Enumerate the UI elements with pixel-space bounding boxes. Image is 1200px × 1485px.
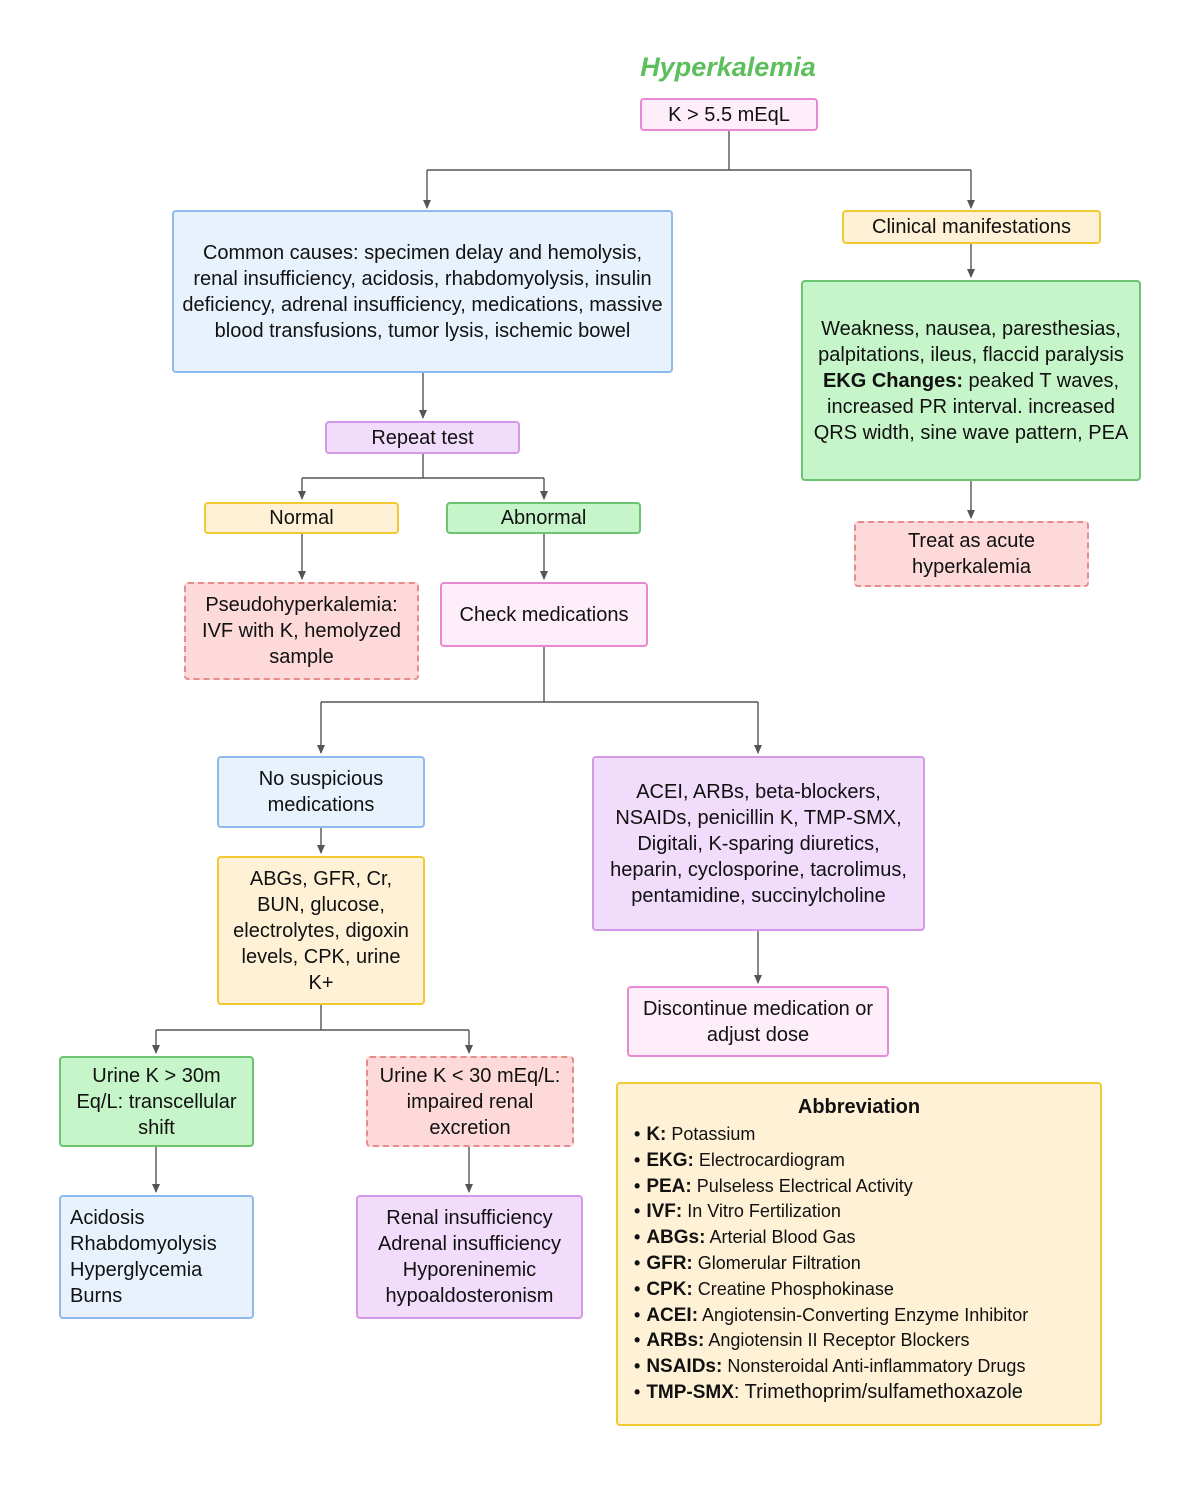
cause-item: Rhabdomyolysis: [70, 1233, 217, 1255]
node-common-causes: Common causes: specimen delay and hemoly…: [172, 210, 673, 373]
abbreviation-definition: Angiotensin II Receptor Blockers: [704, 1330, 970, 1351]
abbreviation-term: ABGs:: [646, 1227, 706, 1249]
abbreviation-definition: Electrocardiogram: [693, 1149, 845, 1170]
node-normal-text: Normal: [269, 507, 334, 529]
node-suspicious-meds: ACEI, ARBs, beta-blockers, NSAIDs, penic…: [592, 756, 925, 931]
connector-check-split: [321, 647, 758, 703]
abbreviation-item: •EKG: Electrocardiogram: [634, 1149, 845, 1171]
node-urine-k-low: Urine K < 30 mEq/L: impaired renal excre…: [366, 1056, 574, 1147]
abbreviation-definition: Creatine Phosphokinase: [692, 1278, 894, 1299]
node-treat-text: Treat as acute hyperkalemia: [907, 530, 1036, 578]
abbreviation-definition: In Vitro Fertilization: [682, 1201, 841, 1222]
node-clinical-text: Clinical manifestations: [872, 216, 1071, 238]
node-renal-causes-list: Renal insufficiency Adrenal insufficienc…: [378, 1205, 561, 1309]
node-urine-high-text: Urine K > 30m Eq/L: transcellular shift: [76, 1064, 237, 1139]
node-root-k-level: K > 5.5 mEqL: [640, 98, 818, 131]
node-repeat-test: Repeat test: [325, 421, 520, 454]
node-urine-k-high: Urine K > 30m Eq/L: transcellular shift: [59, 1056, 254, 1147]
abbreviation-term: ARBs:: [646, 1330, 705, 1352]
abbreviation-term: IVF:: [646, 1201, 683, 1223]
abbreviation-item: •TMP-SMX: Trimethoprim/sulfamethoxazole: [634, 1380, 1023, 1403]
node-common-causes-text: Common causes: specimen delay and hemoly…: [182, 241, 663, 342]
abbreviation-list: •K: Potassium •EKG: Electrocardiogram •P…: [632, 1122, 1086, 1406]
abbreviation-item: •CPK: Creatine Phosphokinase: [634, 1278, 894, 1300]
abbreviation-title: Abbreviation: [797, 1096, 921, 1118]
abbreviation-term: GFR:: [646, 1252, 693, 1274]
ekg-changes-text: peaked T waves, increased PR interval. i…: [813, 369, 1129, 444]
node-suspicious-text: ACEI, ARBs, beta-blockers, NSAIDs, penic…: [610, 780, 907, 907]
abbreviation-item: •ACEI: Angiotensin-Converting Enzyme Inh…: [634, 1304, 1029, 1326]
node-normal: Normal: [204, 502, 399, 534]
abbreviation-term: CPK:: [646, 1278, 693, 1300]
node-ekg-line: EKG Changes: peaked T waves, increased P…: [811, 368, 1131, 446]
abbreviation-term: TMP-SMX: [646, 1381, 734, 1403]
abbreviation-item: •K: Potassium: [634, 1124, 756, 1145]
abbreviation-item: •GFR: Glomerular Filtration: [634, 1252, 861, 1274]
node-abnormal-text: Abnormal: [500, 507, 587, 529]
cause-item: Acidosis: [70, 1207, 145, 1229]
cause-item: Hyperglycemia: [70, 1259, 203, 1281]
abbreviation-box: Abbreviation •K: Potassium •EKG: Electro…: [616, 1082, 1102, 1426]
node-treat-acute: Treat as acute hyperkalemia: [854, 521, 1089, 587]
ekg-changes-label: EKG Changes:: [822, 369, 963, 392]
node-pseudohyperkalemia: Pseudohyperkalemia: IVF with K, hemolyze…: [184, 582, 419, 680]
abbreviation-item: •ABGs: Arterial Blood Gas: [634, 1227, 856, 1249]
abbreviation-term: EKG:: [646, 1149, 694, 1171]
connector-root-split: [427, 131, 971, 171]
node-urine-low-text: Urine K < 30 mEq/L: impaired renal excre…: [379, 1064, 561, 1139]
abbreviation-definition: Arterial Blood Gas: [705, 1227, 856, 1248]
abbreviation-term: NSAIDs:: [646, 1356, 723, 1378]
cause-item: Adrenal insufficiency: [377, 1233, 562, 1255]
cause-item: Hyporeninemic: [402, 1259, 537, 1281]
abbreviation-item: •ARBs: Angiotensin II Receptor Blockers: [634, 1330, 970, 1352]
abbreviation-term: K:: [646, 1124, 667, 1145]
abbreviation-term: ACEI:: [646, 1304, 699, 1326]
node-repeat-text: Repeat test: [371, 426, 474, 449]
node-check-text: Check medications: [459, 603, 629, 626]
abbreviation-item: •PEA: Pulseless Electrical Activity: [634, 1175, 913, 1197]
abbreviation-definition: Potassium: [666, 1124, 756, 1144]
diagram-title: Hyperkalemia: [640, 52, 816, 82]
abbreviation-definition: Pulseless Electrical Activity: [691, 1175, 913, 1196]
abbreviation-item: •NSAIDs: Nonsteroidal Anti-inflammatory …: [634, 1356, 1026, 1378]
node-lab-tests: ABGs, GFR, Cr, BUN, glucose, electrolyte…: [217, 856, 425, 1005]
node-symptoms-text: Weakness, nausea, paresthesias, palpitat…: [818, 317, 1124, 366]
abbreviation-definition: : Trimethoprim/sulfamethoxazole: [733, 1380, 1023, 1403]
abbreviation-definition: Angiotensin-Converting Enzyme Inhibitor: [698, 1304, 1029, 1325]
node-pseudo-text: Pseudohyperkalemia: IVF with K, hemolyze…: [202, 594, 401, 668]
node-clinical-manifestations: Clinical manifestations: [842, 210, 1101, 244]
node-shift-causes-list: Acidosis Rhabdomyolysis Hyperglycemia Bu…: [70, 1205, 217, 1309]
node-renal-causes: Renal insufficiency Adrenal insufficienc…: [356, 1195, 583, 1319]
node-check-medications: Check medications: [440, 582, 648, 647]
cause-item: Burns: [70, 1285, 123, 1307]
cause-item: Renal insufficiency: [386, 1207, 553, 1229]
abbreviation-item: •IVF: In Vitro Fertilization: [634, 1201, 841, 1223]
abbreviation-definition: Nonsteroidal Anti-inflammatory Drugs: [722, 1356, 1026, 1377]
node-discontinue-text: Discontinue medication or adjust dose: [642, 997, 874, 1046]
abbreviation-term: PEA:: [646, 1175, 692, 1197]
node-no-suspicious-meds: No suspicious medications: [217, 756, 425, 828]
node-discontinue-medication: Discontinue medication or adjust dose: [627, 986, 889, 1057]
connector-labs-split: [156, 1005, 469, 1031]
node-abnormal: Abnormal: [446, 502, 641, 534]
abbreviation-definition: Glomerular Filtration: [692, 1252, 861, 1273]
node-labs-text: ABGs, GFR, Cr, BUN, glucose, electrolyte…: [233, 867, 409, 994]
node-no-suspicious-text: No suspicious medications: [258, 768, 384, 816]
node-transcellular-causes: Acidosis Rhabdomyolysis Hyperglycemia Bu…: [59, 1195, 254, 1319]
node-symptoms-block: Weakness, nausea, paresthesias, palpitat…: [811, 316, 1131, 446]
cause-item: hypoaldosteronism: [385, 1285, 554, 1307]
connector-repeat-split: [302, 454, 544, 479]
node-symptoms-ekg: Weakness, nausea, paresthesias, palpitat…: [801, 280, 1141, 481]
node-root-text: K > 5.5 mEqL: [668, 103, 790, 126]
